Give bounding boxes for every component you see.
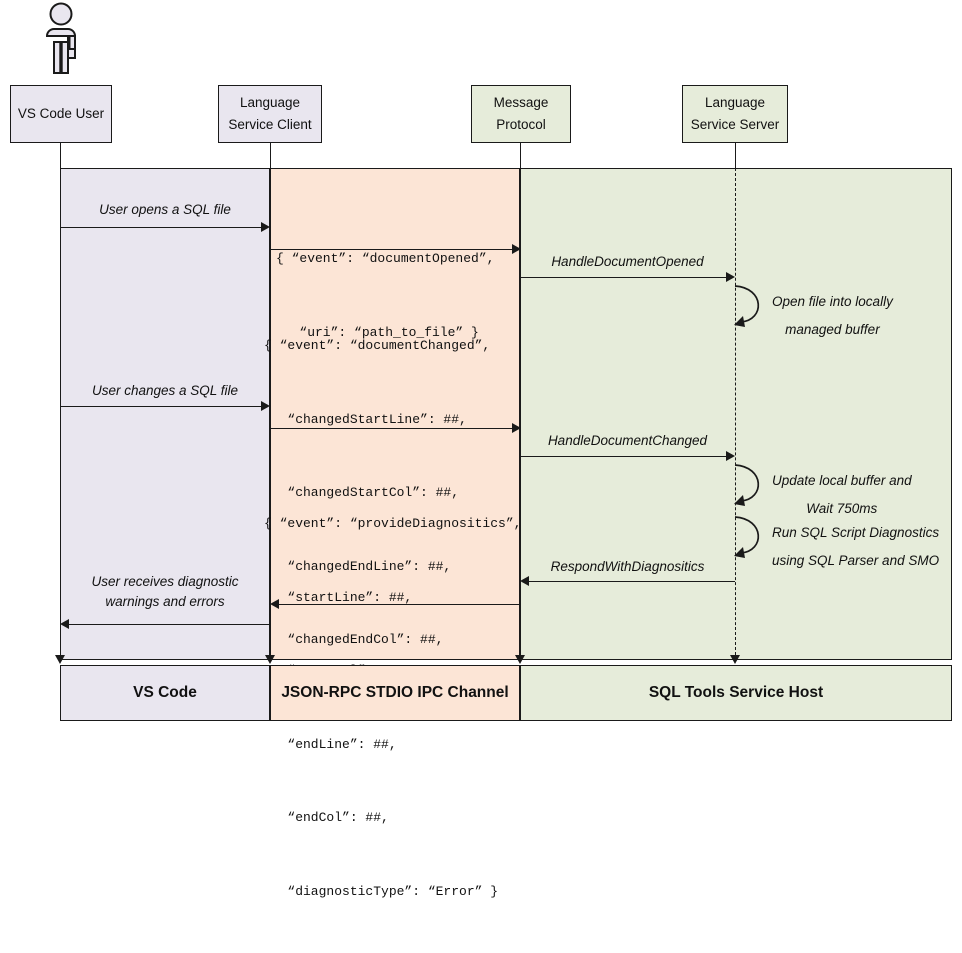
payload-line: “diagnosticType”: “Error” } [264,883,499,899]
message-arrowhead-handle-document-changed [726,451,735,461]
lifeline-stub-message-protocol [520,143,521,168]
self-note-line1: Update local buffer and [772,473,912,488]
lifeline-language-server [735,168,736,660]
message-arrow-user-receives [69,624,270,625]
self-loop-run-diagnostics [734,516,760,558]
lifeline-end-arrow-language-server [730,655,740,664]
lifeline-stub-language-client [270,143,271,168]
message-arrow-document-changed [270,428,513,429]
actor-label-line1: Language [704,95,766,110]
message-arrow-user-changes [60,406,262,407]
payload-line: “startLine”: ##, [264,589,413,605]
self-note-line2: managed buffer [785,322,880,337]
lifeline-message-protocol [520,168,521,660]
payload-line: { “event”: “documentChanged”, [264,338,491,353]
payload-line: “changedStartLine”: ##, [264,411,467,427]
sequence-diagram-canvas: VS Code User Language Service Client Mes… [10,2,952,899]
lifeline-end-arrow-language-client [265,655,275,664]
lifeline-stub-language-server [735,143,736,168]
message-arrow-user-opens [60,227,262,228]
message-arrow-document-opened [270,249,513,250]
footer-json-rpc-channel[interactable]: JSON-RPC STDIO IPC Channel [270,665,520,721]
payload-line: “changedEndCol”: ##, [264,632,444,647]
actor-box-language-service-client[interactable]: Language Service Client [218,85,322,143]
self-loop-update-buffer [734,464,760,506]
message-arrowhead-user-receives [60,619,69,629]
actor-label-line2: Service Client [228,117,312,132]
self-note-line1: Run SQL Script Diagnostics [772,525,940,540]
actor-label-line1: VS Code User [17,106,105,121]
footer-vs-code[interactable]: VS Code [60,665,270,721]
lifeline-stub-vs-code-user [60,143,61,168]
actor-label-line2: Service Server [690,117,780,132]
payload-line: “changedEndLine”: ##, [264,558,452,574]
band-host [520,168,952,660]
self-note-line2: Wait 750ms [806,501,878,516]
actor-label-line1: Language [239,95,301,110]
message-arrowhead-diagnostics-to-client [270,599,279,609]
message-label-handle-document-opened: HandleDocumentOpened [551,254,704,269]
message-label-respond-with-diagnostics: RespondWithDiagnositics [550,559,705,574]
payload-document-opened: { “event”: “documentOpened”, “uri”: “pat… [276,198,494,394]
lifeline-language-client [270,168,271,660]
footer-sql-tools-service-host[interactable]: SQL Tools Service Host [520,665,952,721]
payload-line: “uri”: “path_to_file” } [276,324,479,340]
message-arrowhead-document-changed [512,423,521,433]
message-arrowhead-handle-document-opened [726,272,735,282]
actor-label-line1: Message [493,95,549,110]
message-label-line1: User receives diagnostic [91,574,239,589]
payload-line: { “event”: “documentOpened”, [276,251,495,266]
self-note-open-file: Open file into locally managed buffer [772,288,893,344]
payload-line: “endLine”: ##, [264,736,397,752]
self-note-run-diagnostics: Run SQL Script Diagnostics using SQL Par… [772,519,939,575]
actor-label-line2: Protocol [496,117,546,132]
message-arrowhead-respond-with-diagnostics [520,576,529,586]
self-note-update-buffer: Update local buffer and Wait 750ms [772,467,912,523]
message-arrow-handle-document-changed [520,456,727,457]
self-note-line2: using SQL Parser and SMO [772,553,940,568]
message-arrowhead-document-opened [512,244,521,254]
message-label-user-receives: User receives diagnostic warnings and er… [60,572,270,612]
payload-line: { “event”: “provideDiagnositics”, [264,516,522,531]
lifeline-vs-code-user [60,168,61,660]
self-loop-open-file [734,285,760,327]
message-arrow-handle-document-opened [520,277,727,278]
self-note-line1: Open file into locally [772,294,893,309]
message-arrow-respond-with-diagnostics [529,581,735,582]
lifeline-end-arrow-message-protocol [515,655,525,664]
actor-box-message-protocol[interactable]: Message Protocol [471,85,571,143]
band-ipc [270,168,520,660]
message-arrowhead-user-opens [261,222,270,232]
message-label-handle-document-changed: HandleDocumentChanged [547,433,708,448]
message-label-user-opens: User opens a SQL file [99,202,231,217]
payload-line: “endCol”: ##, [264,810,389,825]
message-label-line2: warnings and errors [105,594,225,609]
actor-box-vs-code-user[interactable]: VS Code User [10,85,112,143]
message-label-user-changes: User changes a SQL file [91,383,239,398]
lifeline-end-arrow-vs-code-user [55,655,65,664]
actor-box-language-service-server[interactable]: Language Service Server [682,85,788,143]
payload-line: “changedStartCol”: ##, [264,485,460,500]
message-arrowhead-user-changes [261,401,270,411]
user-avatar-icon [45,2,76,74]
band-vscode [60,168,270,660]
message-arrow-diagnostics-to-client [279,604,520,605]
